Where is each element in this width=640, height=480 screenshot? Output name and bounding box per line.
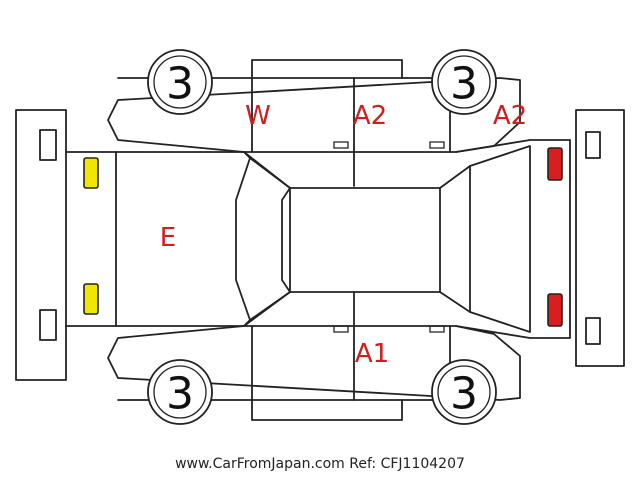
tire-rating-rear-right: 3 [450,369,478,420]
tire-rating-front-left: 3 [166,59,194,110]
front-bumper [15,109,67,381]
damage-code-rear-left-quarter: A2 [493,101,527,131]
damage-code-rear-right-door: A1 [355,339,389,369]
watermark-footer: www.CarFromJapan.com Ref: CFJ1104207 [175,456,465,472]
tire-rating-rear-left: 3 [450,59,478,110]
headlight-left [83,157,99,189]
tire-front-left: 3 [147,49,213,115]
tire-rating-front-right: 3 [166,369,194,420]
damage-code-hood: E [160,223,176,253]
damage-code-rear-left-door: A2 [353,101,387,131]
taillight-left [547,147,563,181]
headlight-right [83,283,99,315]
tire-rear-right: 3 [431,359,497,425]
top-view-body [65,139,571,339]
tire-front-right: 3 [147,359,213,425]
rear-bumper [575,109,625,367]
damage-code-front-left-door: W [245,101,271,131]
taillight-right [547,293,563,327]
headlights [83,157,99,315]
taillights [547,147,563,327]
right-side-body [107,291,521,421]
tire-rear-left: 3 [431,49,497,115]
